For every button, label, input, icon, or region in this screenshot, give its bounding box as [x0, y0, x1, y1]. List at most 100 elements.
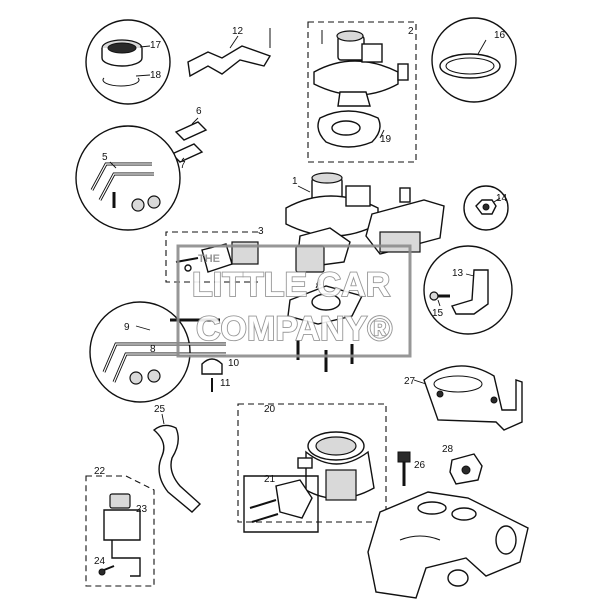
- regulator-1: [345, 185, 371, 207]
- seal-ring-inner: [445, 57, 495, 75]
- screw-21b: [251, 513, 279, 523]
- box-2: [307, 21, 417, 163]
- gasket-4-hole: [311, 293, 341, 311]
- callout-7: 7: [180, 160, 186, 171]
- group-14: [463, 185, 509, 231]
- box-22: [85, 475, 155, 587]
- callout-2: 2: [408, 26, 414, 37]
- group-6-7: [170, 117, 208, 163]
- box-21: [243, 475, 319, 533]
- manifold-port-b: [451, 507, 477, 521]
- union-6: [174, 121, 208, 141]
- screw-24: [103, 565, 115, 571]
- group-26: [397, 451, 411, 486]
- group-25: [152, 413, 202, 513]
- throttle-sensor-20: [325, 469, 357, 501]
- callout-27: 27: [404, 376, 416, 387]
- pipe-nut-8a: [129, 371, 143, 385]
- bolt-head-15: [429, 291, 439, 301]
- manifold-runner-end: [495, 525, 517, 555]
- lower-neck-2: [337, 91, 371, 107]
- callout-23: 23: [136, 504, 148, 515]
- manifold: [367, 491, 529, 599]
- callout-17: 17: [150, 40, 162, 51]
- callout-25: 25: [154, 404, 166, 415]
- group-2: [307, 21, 417, 163]
- group-12: [187, 28, 272, 78]
- manifold-runner-b: [447, 569, 469, 587]
- pipe-nut-5b: [147, 195, 161, 209]
- leader-18: [135, 74, 151, 77]
- nut-hole-14: [482, 203, 490, 211]
- fitting-2: [397, 63, 409, 81]
- leader-4: [315, 279, 321, 289]
- heatshield-27: [423, 365, 523, 431]
- callout-19: 19: [380, 134, 392, 145]
- callout-12: 12: [232, 26, 244, 37]
- callout-1: 1: [292, 176, 298, 187]
- callout-labels: 17 18 12 2 16 19 6 7 5 1 14 3 13 4 15 9 …: [94, 26, 508, 567]
- callout-8: 8: [150, 344, 156, 355]
- bracket-13: [451, 269, 489, 315]
- circlip: [102, 77, 140, 87]
- bolt-head-26: [397, 451, 411, 463]
- hose-25: [152, 424, 202, 513]
- group-1: [285, 172, 445, 273]
- screw-21a: [249, 499, 277, 509]
- callout-10: 10: [228, 358, 240, 369]
- leader-25: [161, 413, 165, 425]
- detail-circle-13-15: [423, 245, 513, 335]
- washer-3: [184, 264, 192, 272]
- throttle-bore-inner: [315, 436, 357, 456]
- leader-7: [181, 157, 185, 161]
- pipe-nut-8b: [147, 369, 161, 383]
- linkage-1: [379, 231, 421, 253]
- callout-11: 11: [220, 378, 231, 389]
- callout-6: 6: [196, 106, 202, 117]
- group-27: [413, 365, 523, 431]
- pipe-5a-core: [91, 163, 152, 191]
- heatshield-hole-a: [436, 390, 444, 398]
- group-16: [431, 17, 517, 103]
- regulator-2: [361, 43, 383, 63]
- watermark-line2: COMPANY®: [196, 310, 392, 348]
- bracket-12: [187, 45, 272, 78]
- injector-cap-1: [311, 172, 343, 184]
- clip-10: [201, 358, 223, 375]
- union-7: [170, 143, 204, 163]
- leader-5: [109, 161, 117, 169]
- manifold-port-a: [417, 501, 447, 515]
- leader-6: [191, 117, 199, 125]
- pipe-8b-core: [113, 353, 226, 383]
- valve-21: [275, 479, 313, 519]
- group-21: [243, 475, 319, 533]
- gasket-hole: [331, 120, 361, 136]
- callout-22: 22: [94, 466, 106, 477]
- iacv-pipe: [111, 540, 141, 577]
- callout-13: 13: [452, 268, 464, 279]
- leader-13: [465, 273, 475, 277]
- box-3: [165, 231, 258, 283]
- pipe-5b-core: [99, 173, 154, 201]
- throttle-lever-20: [297, 457, 313, 469]
- screw-head-24: [98, 568, 106, 576]
- iacv-connector: [109, 493, 131, 509]
- heatshield-hole-b: [490, 396, 498, 404]
- injector-cap: [336, 30, 364, 42]
- callout-26: 26: [414, 460, 426, 471]
- group-10-11: [201, 358, 223, 392]
- leader-9: [135, 325, 151, 331]
- callout-21: 21: [264, 474, 276, 485]
- leader-15: [437, 299, 441, 307]
- callout-28: 28: [442, 444, 454, 455]
- leader-12: [229, 35, 239, 49]
- leader-1: [297, 185, 311, 193]
- callout-20: 20: [264, 404, 276, 415]
- watermark: THE LITTLE CAR COMPANY®: [176, 244, 412, 358]
- watermark-line1: LITTLE CAR: [192, 266, 390, 304]
- manifold-contour: [399, 535, 441, 541]
- group-4: [287, 279, 364, 372]
- upper-body-2: [313, 60, 399, 96]
- callout-14: 14: [496, 193, 508, 204]
